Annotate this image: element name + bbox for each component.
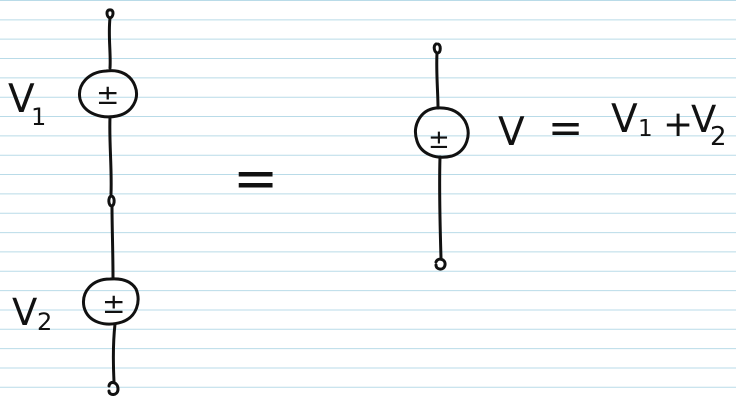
equation-term2-letter: V <box>691 98 716 141</box>
right-source-polarity: ± <box>428 125 450 155</box>
right-bottom-terminal <box>434 257 447 271</box>
left-bottom-source-polarity: ± <box>102 287 125 320</box>
equation-lhs: V <box>498 110 525 155</box>
left-top-source-circle <box>78 69 138 119</box>
left-bottom-source-label: V <box>12 291 37 334</box>
left-middle-wire-lower <box>110 204 115 280</box>
left-series-circuit: ± ± V 1 V 2 <box>8 8 140 396</box>
equivalence-symbol: = <box>233 147 278 210</box>
equation-term1-subscript: 1 <box>638 116 653 142</box>
left-top-wire <box>107 16 112 70</box>
equation-term1-letter: V <box>611 97 638 142</box>
left-top-source-subscript: 1 <box>31 103 46 131</box>
left-top-source-label: V <box>8 77 35 122</box>
left-middle-terminal <box>107 194 116 208</box>
right-top-wire <box>435 51 440 110</box>
left-bottom-source-circle <box>82 277 140 326</box>
equation-equals: = <box>548 103 583 152</box>
equation-term2-subscript: 2 <box>710 122 727 152</box>
equation-plus-sign: + <box>663 104 693 145</box>
left-bottom-wire <box>111 322 117 384</box>
right-equivalent-circuit: ± V = V 1 + V 2 <box>414 42 727 271</box>
right-bottom-wire <box>438 155 443 260</box>
left-top-source-polarity: ± <box>96 78 119 111</box>
left-bottom-terminal <box>107 380 120 396</box>
left-middle-wire-upper <box>108 115 113 196</box>
right-source-circle <box>414 106 470 159</box>
left-bottom-source-subscript: 2 <box>37 308 52 336</box>
